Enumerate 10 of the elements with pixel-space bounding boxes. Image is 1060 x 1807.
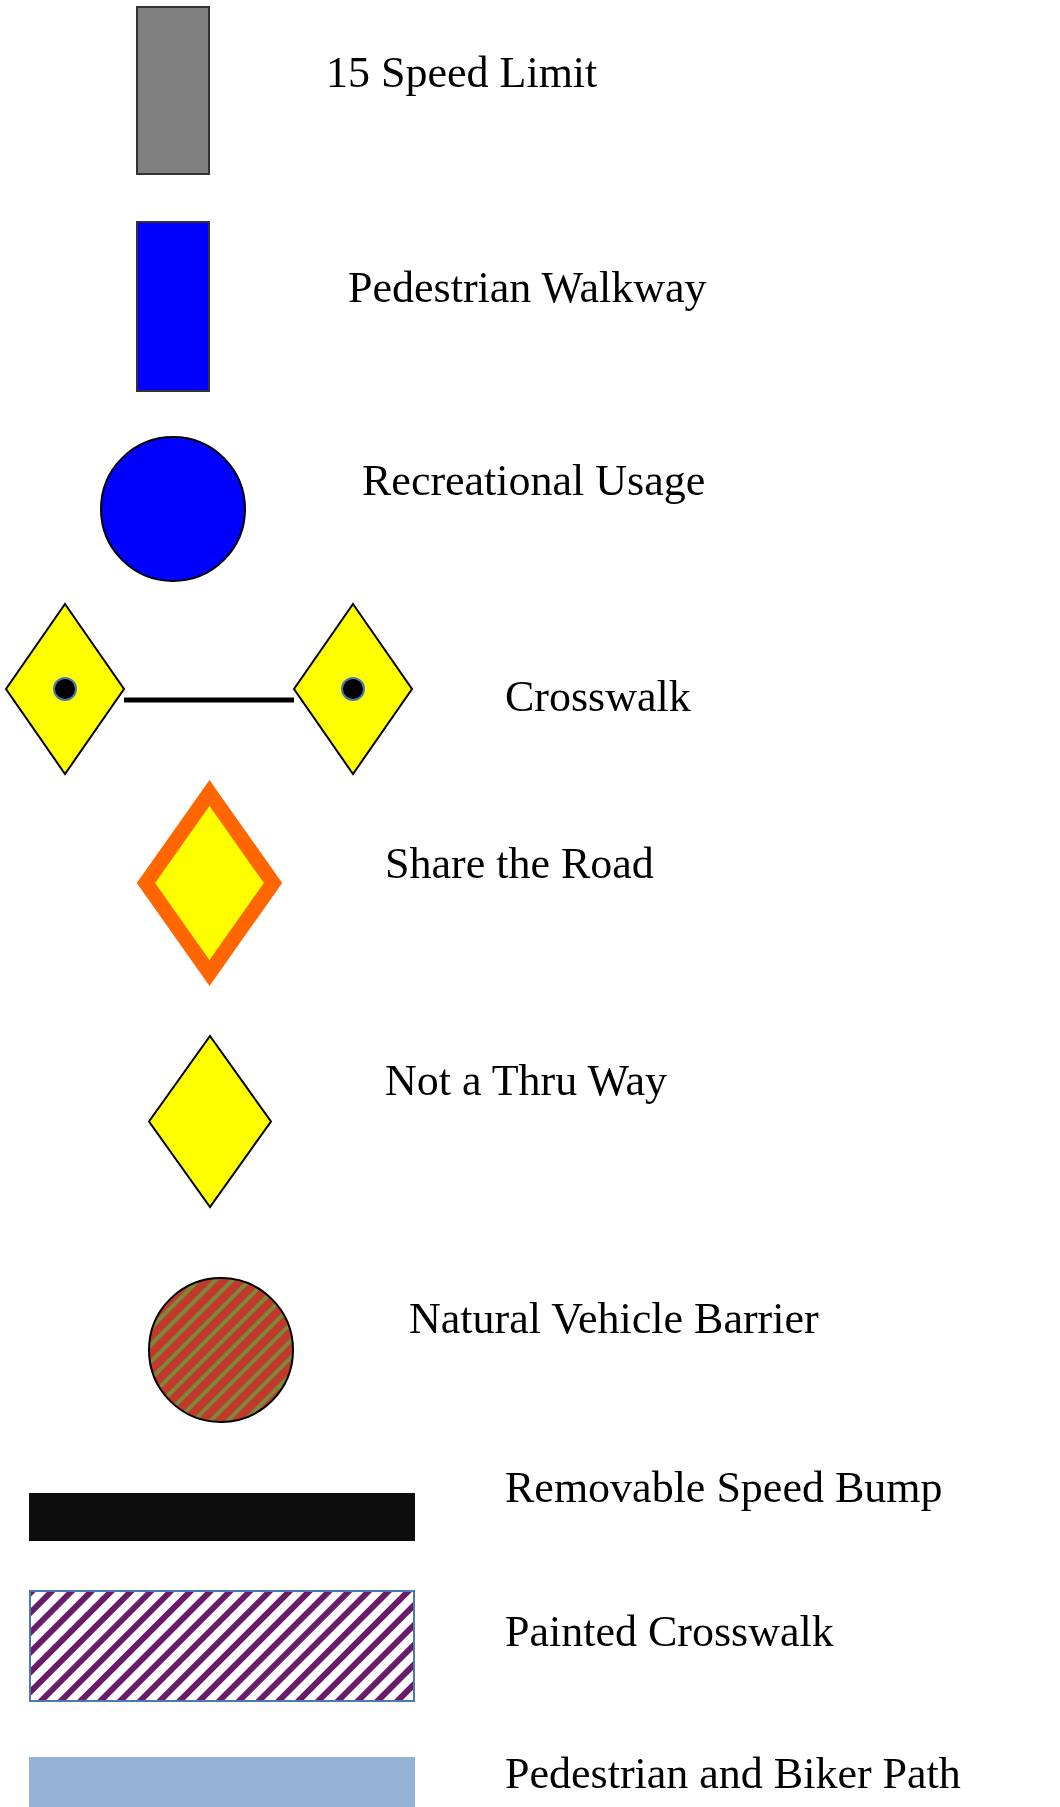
legend-text: Crosswalk [505,671,691,723]
legend-text: Pedestrian Walkway [348,262,707,314]
legend-text: Pedestrian and Biker Path [505,1748,961,1800]
legend-text: Recreational Usage [362,455,706,507]
legend-text: Removable Speed Bump [505,1462,943,1514]
legend-text: Share the Road [385,838,654,890]
legend-text: 15 Speed Limit [326,47,598,99]
legend-text: Painted Crosswalk [505,1606,834,1658]
legend-text: Natural Vehicle Barrier [409,1293,819,1345]
legend-text: Not a Thru Way [385,1055,667,1107]
